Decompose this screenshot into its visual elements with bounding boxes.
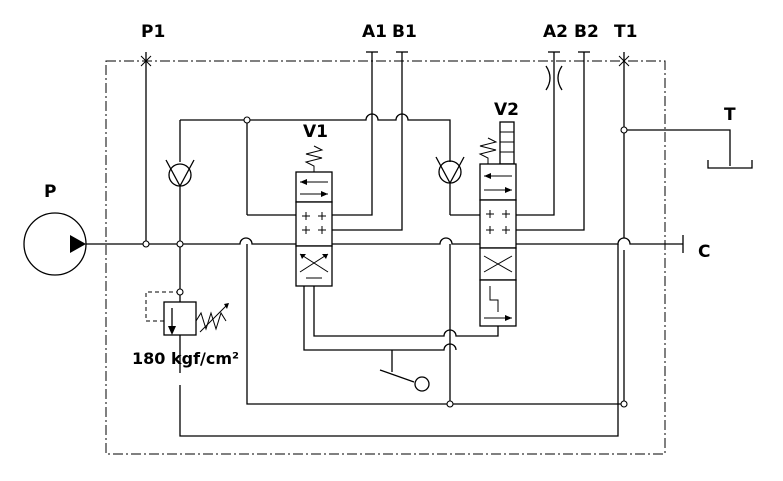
port-label-a1: A1 — [362, 22, 387, 42]
relief-drain-line — [179, 244, 619, 437]
v2-port-b2-line — [516, 52, 585, 231]
relief-valve-symbol — [145, 291, 229, 336]
tank-line — [624, 129, 731, 166]
port-label-t1: T1 — [614, 22, 637, 42]
valve-label-v2: V2 — [494, 100, 519, 120]
manifold-boundary — [105, 60, 666, 455]
junction-dots — [142, 116, 628, 408]
port-label-p1: P1 — [141, 22, 165, 42]
pump-label-p: P — [44, 182, 56, 202]
manual-lever — [379, 350, 430, 392]
directional-valve-v1 — [295, 145, 333, 287]
port-label-a2: A2 — [543, 22, 568, 42]
v1-port-b1-line — [332, 52, 403, 231]
relief-pressure-label: 180 kgf/cm² — [132, 349, 239, 368]
orifice-a2 — [545, 65, 563, 91]
v1-v2-drain-outer — [303, 286, 457, 351]
check-valve-left — [165, 120, 195, 244]
port-label-b1: B1 — [392, 22, 417, 42]
tank-label-t: T — [724, 105, 736, 125]
port-label-c: C — [698, 242, 710, 262]
pressure-line — [86, 237, 683, 245]
port-label-b2: B2 — [574, 22, 599, 42]
pump-symbol — [23, 212, 87, 276]
check-valve-right — [435, 156, 480, 216]
port-t1-line — [618, 52, 630, 404]
return-line — [246, 244, 624, 405]
v1-v2-drain-loop — [313, 286, 499, 337]
v1-port-a1-line — [332, 52, 373, 216]
v2-port-a2-line — [516, 52, 555, 216]
port-p1-line — [140, 52, 152, 244]
tank-symbol — [707, 160, 753, 169]
directional-valve-v2 — [478, 121, 517, 327]
valve-label-v1: V1 — [303, 122, 328, 142]
top-supply-line — [180, 113, 451, 162]
